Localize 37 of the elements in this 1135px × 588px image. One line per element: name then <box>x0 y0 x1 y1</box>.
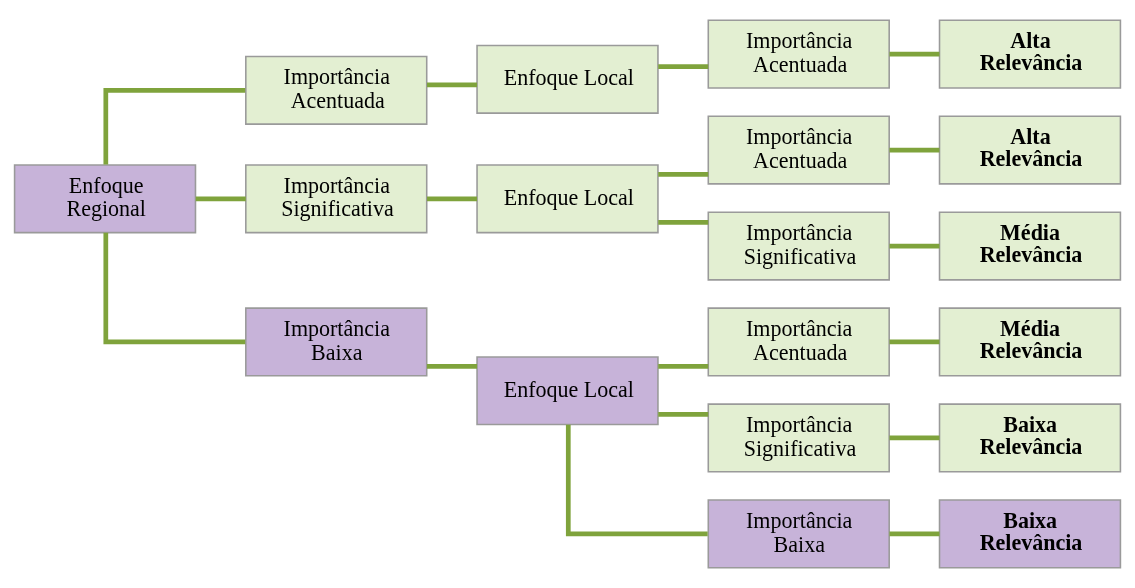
connector <box>103 232 246 345</box>
node-box: Enfoque Local <box>476 44 659 114</box>
node-box: Média Relevância <box>938 307 1122 377</box>
connector <box>889 531 940 537</box>
node-box: Alta Relevância <box>938 115 1122 185</box>
node-box: Importância Acentuada <box>707 307 890 377</box>
connector <box>889 339 940 345</box>
connector <box>658 64 709 70</box>
connector <box>658 220 709 225</box>
node-box: Importância Significativa <box>707 403 890 473</box>
node-box: Enfoque Regional <box>13 164 197 234</box>
node-box: Importância Acentuada <box>707 115 890 185</box>
connector <box>889 243 940 249</box>
connector <box>103 87 246 165</box>
node-box: Enfoque Local <box>476 164 659 234</box>
connector <box>195 196 246 202</box>
connector <box>889 147 940 153</box>
node-box: Importância Significativa <box>245 164 428 234</box>
connector <box>427 196 478 202</box>
node-box: Baixa Relevância <box>938 403 1122 473</box>
node-box: Importância Acentuada <box>245 55 428 125</box>
connector <box>658 411 709 417</box>
node-box: Baixa Relevância <box>938 499 1122 569</box>
node-box: Média Relevância <box>938 211 1122 281</box>
node-box: Importância Baixa <box>245 307 428 377</box>
connector <box>658 364 709 369</box>
connector <box>427 82 478 88</box>
node-box: Enfoque Local <box>476 356 659 426</box>
connector <box>889 435 940 441</box>
connector <box>889 51 940 57</box>
connector <box>658 172 709 177</box>
connector <box>565 424 708 537</box>
node-box: Importância Significativa <box>707 211 890 281</box>
node-box: Importância Acentuada <box>707 19 890 89</box>
node-box: Alta Relevância <box>938 19 1122 89</box>
connector <box>427 364 478 369</box>
node-box: Importância Baixa <box>707 499 890 569</box>
